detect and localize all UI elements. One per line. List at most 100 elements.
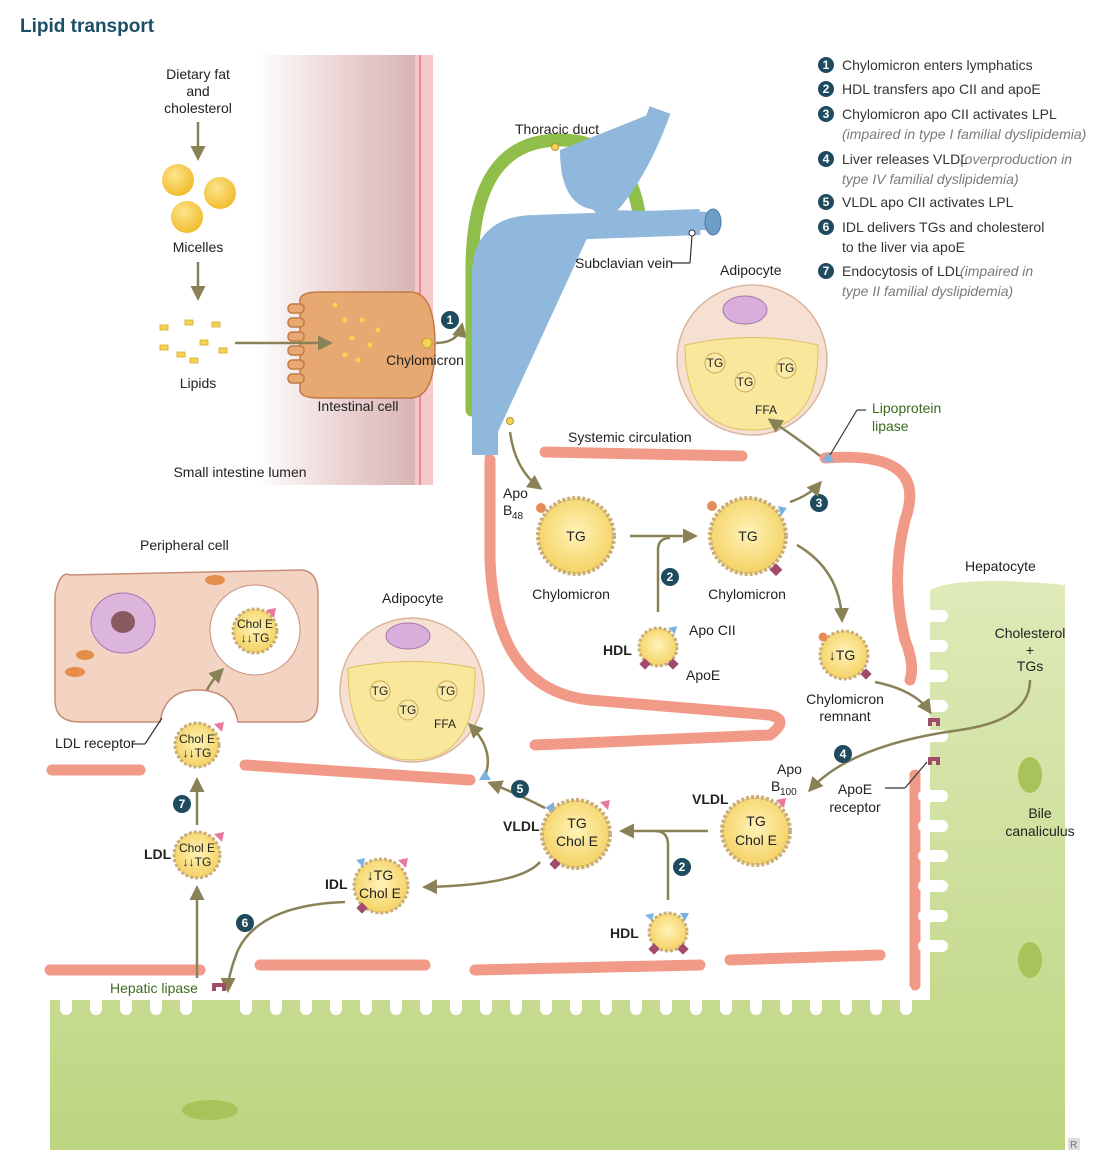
adipocyte-mid-tg-3: TG: [400, 703, 417, 717]
intestinal-cell-label: Intestinal cell: [318, 398, 399, 414]
svg-text:6: 6: [823, 220, 830, 234]
svg-text:Chylomicron apo CII activates: Chylomicron apo CII activates LPL: [842, 106, 1057, 122]
bile-label-2: canaliculus: [1005, 823, 1074, 839]
svg-text:1: 1: [823, 58, 830, 72]
adipocyte-mid-tg-2: TG: [439, 684, 456, 698]
adipocyte-top-tg-3: TG: [778, 361, 795, 375]
apo-b100-label: Apo: [777, 761, 802, 777]
step-4-marker: 4: [834, 745, 852, 763]
adipocyte-top: [676, 284, 828, 436]
svg-text:5: 5: [823, 195, 830, 209]
adipocyte-mid: [339, 617, 485, 763]
watermark-logo: R: [1068, 1138, 1080, 1151]
hdl-bottom-label: HDL: [610, 925, 639, 941]
intestine-wall: [255, 55, 415, 485]
vldl-liver-chol-e: Chol E: [735, 832, 777, 848]
dietary-label-2: and: [186, 83, 209, 99]
hepatocyte-label: Hepatocyte: [965, 558, 1036, 574]
svg-text:2: 2: [823, 82, 830, 96]
vessel-bottom-3: [724, 949, 886, 966]
svg-text:type II familial dyslipidemia): type II familial dyslipidemia): [842, 283, 1013, 299]
svg-text:1: 1: [447, 313, 454, 327]
ldl-chol-e: Chol E: [179, 841, 215, 855]
page-title: Lipid transport: [20, 16, 155, 37]
svg-text:7: 7: [823, 264, 830, 278]
vessel-bottom-2: [469, 959, 706, 976]
thoracic-duct-label: Thoracic duct: [515, 121, 599, 137]
svg-text:VLDL apo CII activates LPL: VLDL apo CII activates LPL: [842, 194, 1014, 210]
endosome-tg: ↓↓TG: [241, 631, 270, 645]
chylomicron-2-tg: TG: [738, 528, 757, 544]
vldl-circ-label: VLDL: [503, 818, 540, 834]
svg-text:4: 4: [840, 747, 847, 761]
ldl-bound-chol-e: Chol E: [179, 732, 215, 746]
chylomicron-1-label: Chylomicron: [532, 586, 610, 602]
adipocyte-top-ffa: FFA: [755, 403, 777, 417]
micelles: [162, 164, 236, 233]
svg-text:R: R: [1070, 1140, 1077, 1151]
endosome-chol-e: Chol E: [237, 617, 273, 631]
apo-b48-sub: 48: [512, 511, 524, 522]
svg-text:IDL delivers TGs and cholester: IDL delivers TGs and cholesterol: [842, 219, 1044, 235]
vldl-circulating: [540, 798, 612, 870]
apo-b100-b: B: [771, 778, 780, 794]
adipocyte-mid-tg-1: TG: [372, 684, 389, 698]
legend-item-2: 2 HDL transfers apo CII and apoE: [818, 81, 1041, 97]
micelles-label: Micelles: [173, 239, 224, 255]
adipocyte-mid-label: Adipocyte: [382, 590, 444, 606]
svg-text:(impaired in type I familial d: (impaired in type I familial dyslipidemi…: [842, 126, 1086, 142]
apo-b48-label: Apo: [503, 485, 528, 501]
chylomicron-2: [707, 496, 788, 577]
step-2-marker-top: 2: [661, 568, 679, 586]
adipocyte-top-label: Adipocyte: [720, 262, 782, 278]
chol-tgs-label-1: Cholesterol: [995, 625, 1066, 641]
systemic-vessel-right: [819, 451, 918, 686]
vessel-left-2: [239, 759, 476, 786]
step-1-marker: 1: [441, 311, 459, 329]
svg-text:HDL transfers apo CII and apoE: HDL transfers apo CII and apoE: [842, 81, 1041, 97]
legend-item-4: 4 Liver releases VLDL (overproduction in…: [818, 151, 1072, 187]
systemic-vessel-top: [539, 446, 748, 462]
hdl-top: [637, 626, 679, 670]
step-7-marker: 7: [173, 795, 191, 813]
subclavian-vein: [485, 110, 715, 460]
apo-cii-label: Apo CII: [689, 622, 736, 638]
svg-text:2: 2: [679, 860, 686, 874]
legend-item-7: 7 Endocytosis of LDL (impaired in type I…: [818, 263, 1033, 299]
legend-item-5: 5 VLDL apo CII activates LPL: [818, 194, 1014, 210]
svg-text:3: 3: [823, 107, 830, 121]
ldl-tg: ↓↓TG: [183, 855, 212, 869]
adipocyte-top-tg-2: TG: [737, 375, 754, 389]
apo-b48-b: B: [503, 502, 512, 518]
bile-label-1: Bile: [1028, 805, 1052, 821]
ldl-bound: [173, 721, 224, 769]
dietary-label-1: Dietary fat: [166, 66, 230, 82]
ldl-label: LDL: [144, 846, 172, 862]
vldl-liver: [720, 795, 792, 867]
vldl-liver-label: VLDL: [692, 791, 729, 807]
systemic-circulation-label: Systemic circulation: [568, 429, 692, 445]
svg-text:2: 2: [667, 570, 674, 584]
legend-item-1: 1 Chylomicron enters lymphatics: [818, 57, 1033, 73]
remnant-label-1: Chylomicron: [806, 691, 884, 707]
legend: 1 Chylomicron enters lymphatics 2 HDL tr…: [818, 57, 1086, 299]
ldl-bound-tg: ↓↓TG: [183, 746, 212, 760]
hdl-bottom: [645, 911, 689, 955]
idl-chol-e: Chol E: [359, 885, 401, 901]
legend-item-3: 3 Chylomicron apo CII activates LPL (imp…: [818, 106, 1086, 142]
svg-text:to the liver via apoE: to the liver via apoE: [842, 239, 965, 255]
hepatic-lipase-label: Hepatic lipase: [110, 980, 198, 996]
svg-text:(impaired in: (impaired in: [960, 263, 1033, 279]
svg-text:4: 4: [823, 152, 830, 166]
bile-canaliculus-icon: [182, 757, 1042, 1120]
chylomicron-remnant: [818, 629, 872, 681]
lipids-label: Lipids: [180, 375, 217, 391]
apoe-receptor-label-2: receptor: [829, 799, 881, 815]
svg-text:Endocytosis of LDL: Endocytosis of LDL: [842, 263, 963, 279]
vldl-circ-tg: TG: [567, 815, 586, 831]
lipids-icon: [159, 319, 228, 364]
step-5-marker: 5: [511, 780, 529, 798]
endosome-ldl: [231, 607, 279, 655]
adipocyte-mid-ffa: FFA: [434, 717, 456, 731]
svg-text:6: 6: [242, 916, 249, 930]
